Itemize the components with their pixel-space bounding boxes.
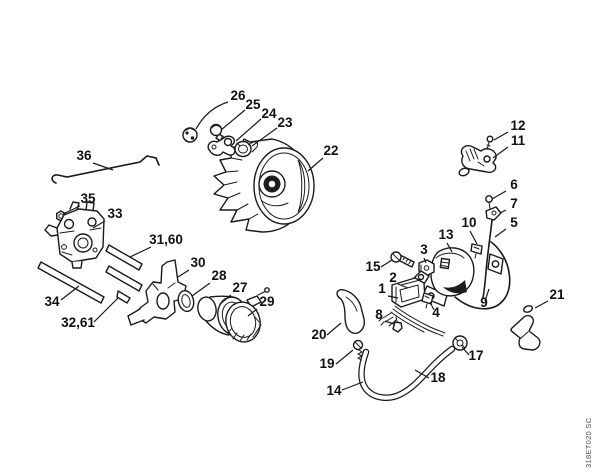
part-19-screw	[352, 339, 364, 361]
part-6-ring	[485, 195, 493, 203]
label-30-bracket: 30	[190, 255, 205, 270]
label-36-rod: 36	[76, 148, 92, 163]
label-17-grommet: 17	[468, 348, 483, 363]
part-17-grommet	[452, 335, 468, 351]
part-24-pawl	[207, 135, 236, 156]
part-29-clamp	[225, 287, 270, 343]
part-11-bracket	[458, 145, 497, 177]
part-34-rod	[37, 261, 105, 304]
label-14-harness: 14	[326, 383, 342, 398]
part-26-nut	[182, 127, 198, 143]
label-9-wire: 9	[480, 295, 488, 310]
label-18-tube: 18	[430, 370, 446, 385]
label-19-screw: 19	[319, 356, 334, 371]
part-31-60-rods	[105, 244, 143, 292]
label-27-boot: 27	[232, 280, 247, 295]
label-1-switch-housing: 1	[378, 281, 386, 296]
label-20-lever: 20	[311, 327, 326, 342]
part-14-18-harness-tube	[358, 345, 456, 401]
label-32-61-pin: 32,61	[61, 315, 95, 330]
drawing-code: 318ET020 SC	[584, 417, 593, 468]
label-12-screw: 12	[510, 118, 525, 133]
label-6-ring: 6	[510, 177, 518, 192]
label-5-wire: 5	[510, 215, 518, 230]
part-10-clip	[470, 243, 483, 259]
part-4-clip	[421, 292, 434, 309]
label-34-rod: 34	[44, 294, 60, 309]
label-24-pawl: 24	[261, 106, 277, 121]
label-31-60-rod: 31,60	[149, 232, 183, 247]
label-4-clip: 4	[432, 305, 440, 320]
part-5-wire	[482, 219, 493, 299]
part-13-ignition-module	[421, 247, 475, 307]
part-22-flywheel	[213, 138, 315, 233]
leader-lines	[60, 101, 549, 391]
part-33-carburetor	[44, 201, 105, 269]
label-11-bracket: 11	[511, 133, 526, 148]
label-15-screw: 15	[365, 259, 381, 274]
label-29-clamp: 29	[259, 294, 274, 309]
label-22-flywheel: 22	[323, 143, 338, 158]
label-3-nut: 3	[420, 242, 428, 257]
label-10-clip: 10	[461, 215, 476, 230]
label-35-nut: 35	[80, 191, 96, 206]
part-12-screw	[486, 135, 494, 151]
part-32-61-pin	[116, 290, 131, 304]
label-28-sleeve: 28	[211, 268, 227, 283]
part-8-clip	[392, 316, 403, 333]
part-23-cup	[234, 140, 258, 158]
part-20-lever	[336, 288, 366, 335]
label-13-ignition-module: 13	[438, 227, 454, 242]
label-7-terminal: 7	[510, 196, 518, 211]
part-30-bracket	[127, 259, 187, 326]
part-15-screw	[390, 251, 415, 268]
spark-plug-boot	[510, 314, 541, 351]
part-28-sleeve	[177, 289, 195, 313]
label-23-cup: 23	[277, 115, 293, 130]
part-9-wire	[454, 241, 511, 310]
label-8-clip: 8	[375, 307, 383, 322]
part-7-terminal	[485, 201, 502, 221]
label-2-switch-cover: 2	[389, 270, 397, 285]
label-21-cap: 21	[549, 287, 565, 302]
label-26-nut: 26	[230, 88, 246, 103]
label-25-screw: 25	[245, 97, 261, 112]
part-21-cap	[522, 305, 534, 313]
part-36-rod	[51, 155, 160, 184]
label-33-carburetor: 33	[107, 206, 123, 221]
